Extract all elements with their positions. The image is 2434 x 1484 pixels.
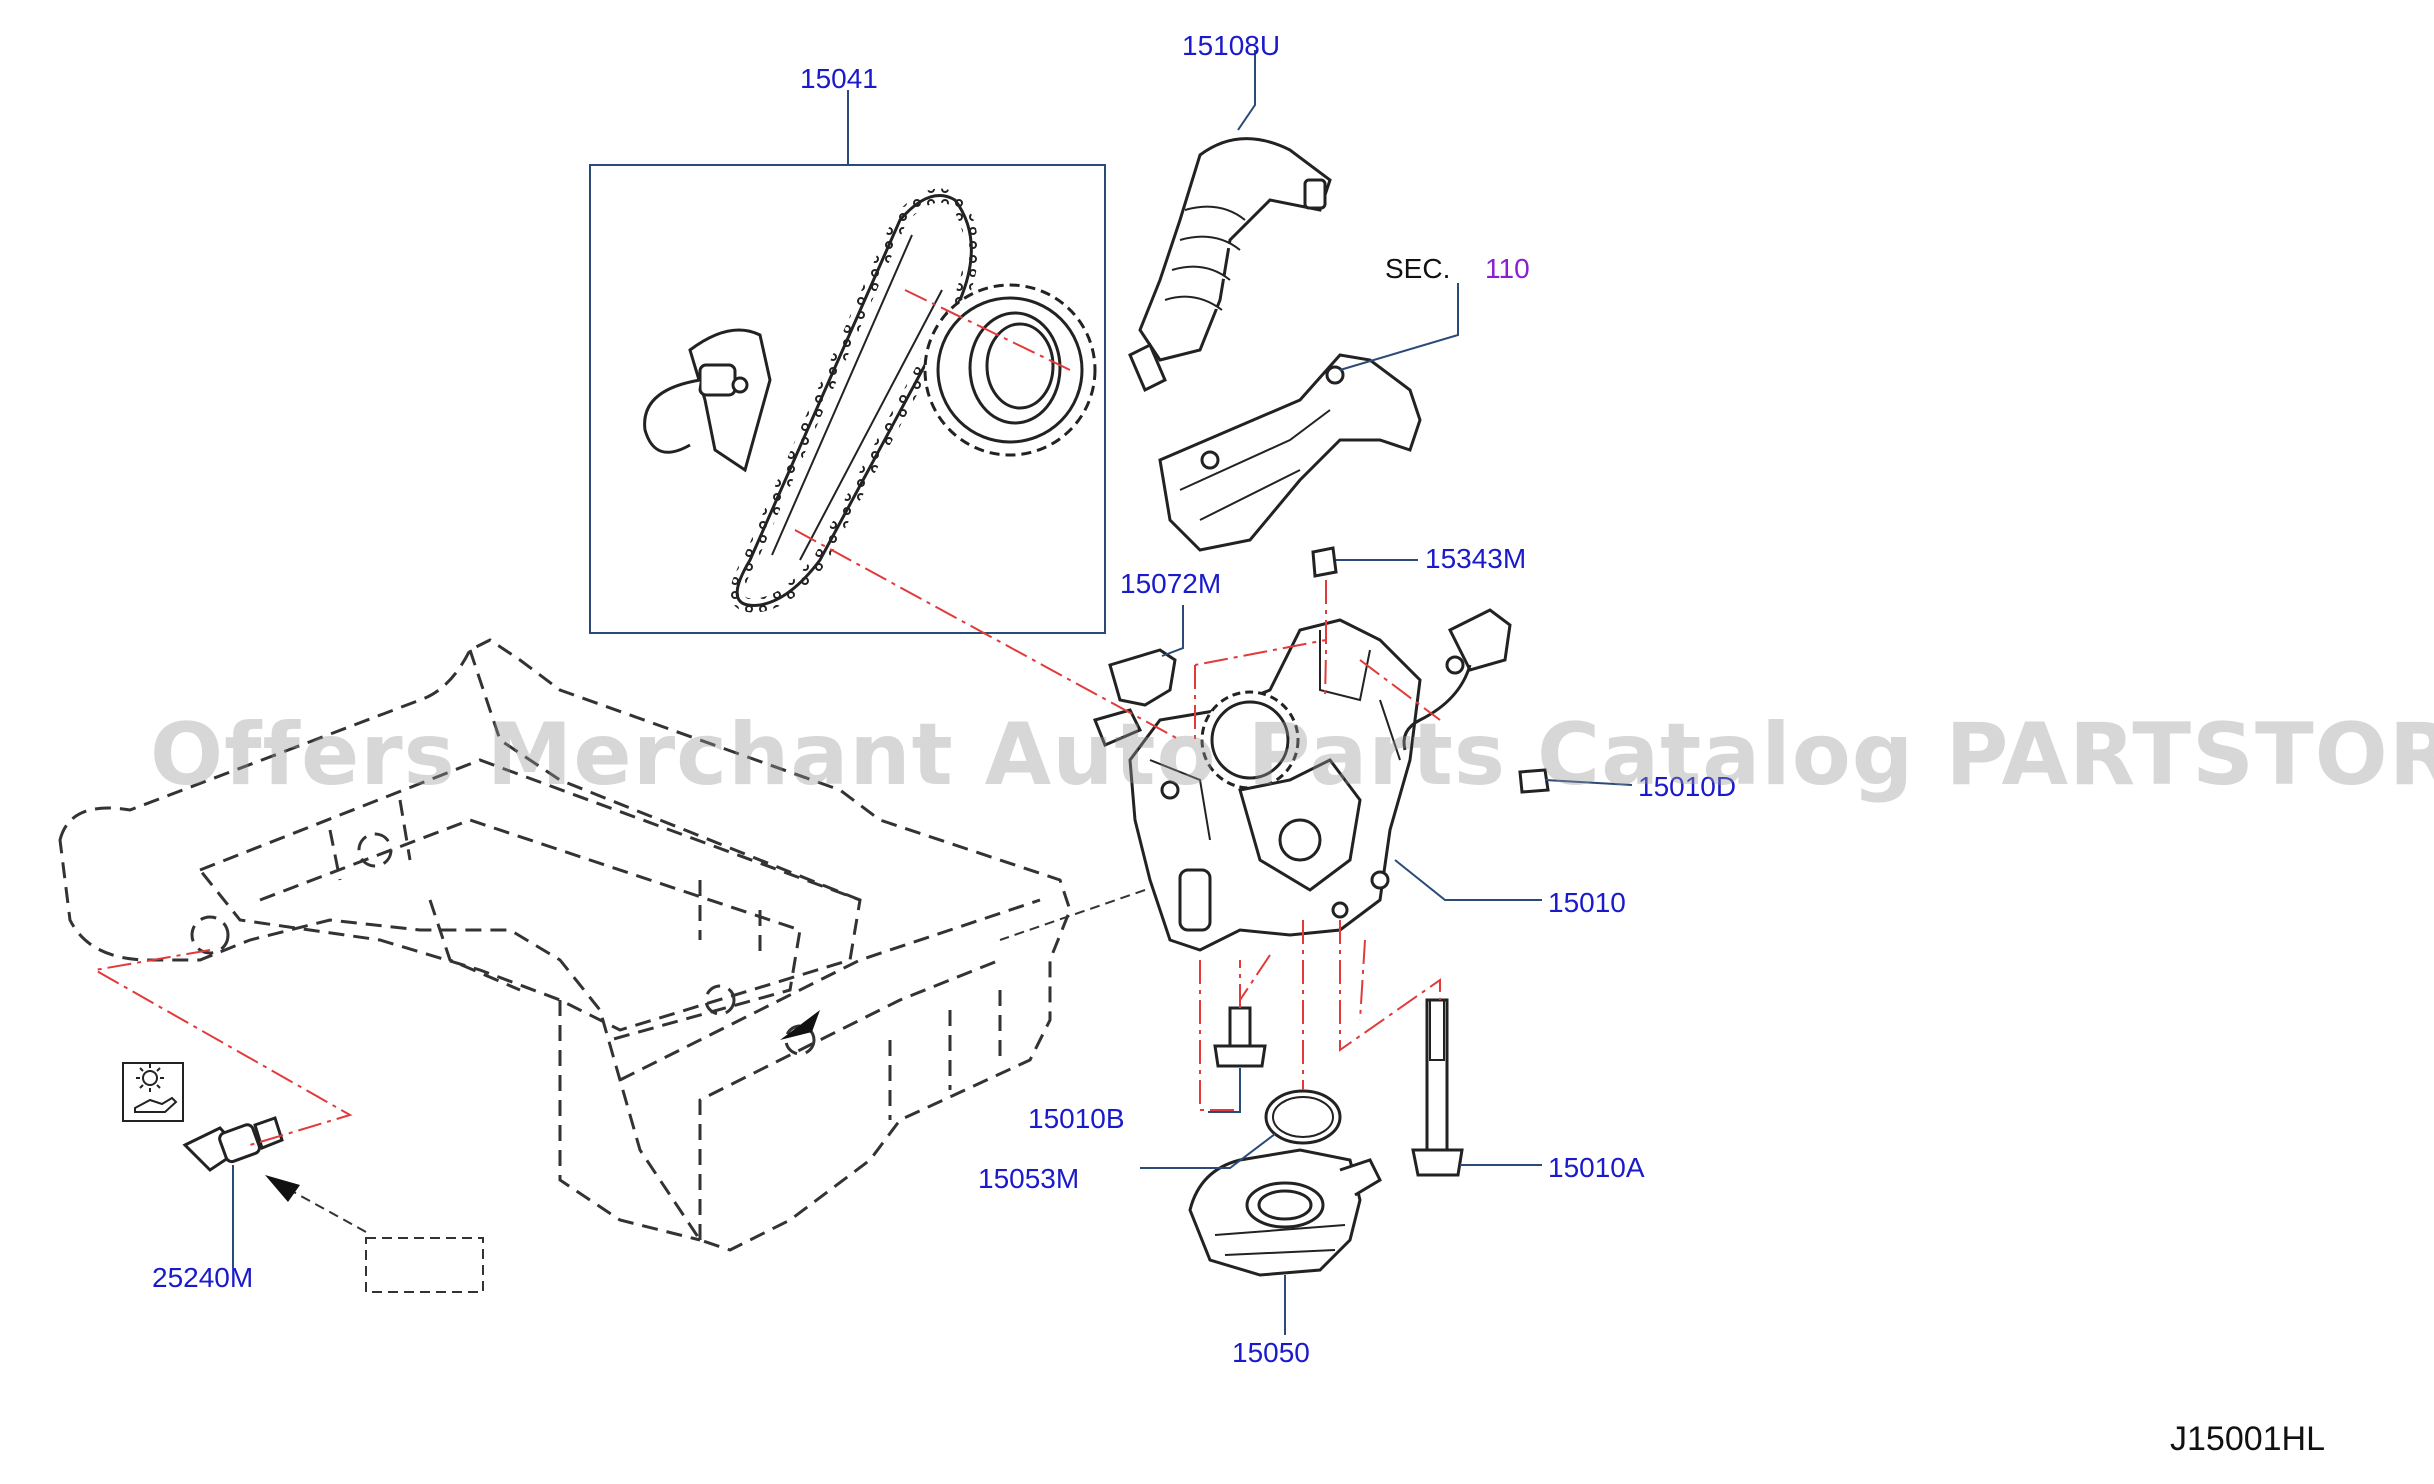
label-sec-110[interactable]: 110 (1485, 253, 1530, 284)
oil-pump-body (1128, 618, 1422, 952)
dashed-arrow-line (289, 1189, 367, 1233)
label-15010b[interactable]: 15010B (1028, 1103, 1125, 1134)
label-15108u[interactable]: 15108U (1182, 30, 1281, 61)
breather-hose (1128, 137, 1332, 393)
switch-arrow (265, 1175, 300, 1202)
oil-pan-outline (58, 638, 1072, 1252)
pump-to-pan-line (999, 889, 1146, 941)
label-15072m[interactable]: 15072M (1120, 568, 1222, 599)
label-15343m[interactable]: 15343M (1425, 543, 1527, 574)
oil-pressure-switch (182, 1116, 284, 1172)
timing-chain (730, 188, 979, 613)
label-15010[interactable]: 15010 (1548, 887, 1626, 918)
oil-sensor-harness (1402, 608, 1512, 751)
leader-lines (232, 50, 1633, 1335)
dashed-ref-box (365, 1237, 484, 1293)
label-15010d[interactable]: 15010D (1638, 771, 1737, 802)
oil-pressure-warning-icon (122, 1062, 184, 1122)
diagram-code: J15001HL (2170, 1420, 2326, 1458)
baffle-plate (1158, 353, 1422, 552)
crank-sprocket (923, 283, 1097, 457)
label-15010a[interactable]: 15010A (1548, 1152, 1645, 1183)
oil-pan-arrow (780, 1010, 820, 1040)
chain-tensioner (643, 328, 772, 473)
label-sec: SEC. (1385, 253, 1451, 284)
oring-15053m (1264, 1089, 1342, 1145)
bracket-stud (1092, 708, 1143, 747)
oring-15053m-inner (1272, 1096, 1334, 1138)
label-15050[interactable]: 15050 (1232, 1337, 1310, 1368)
bracket-15072m (1108, 648, 1177, 707)
watermark: Offers Merchant Auto Parts Catalog PARTS… (150, 705, 2434, 805)
label-15053m[interactable]: 15053M (978, 1163, 1080, 1194)
strainer-15050 (1188, 1148, 1382, 1277)
reference-lines (92, 289, 1441, 1146)
cap-15343m (1311, 546, 1338, 578)
label-15041[interactable]: 15041 (800, 63, 878, 94)
bolt-15010a (1411, 998, 1464, 1177)
label-25240m[interactable]: 25240M (152, 1262, 254, 1293)
bolt-15010b (1213, 1006, 1267, 1068)
bolt-15010d (1518, 768, 1550, 794)
